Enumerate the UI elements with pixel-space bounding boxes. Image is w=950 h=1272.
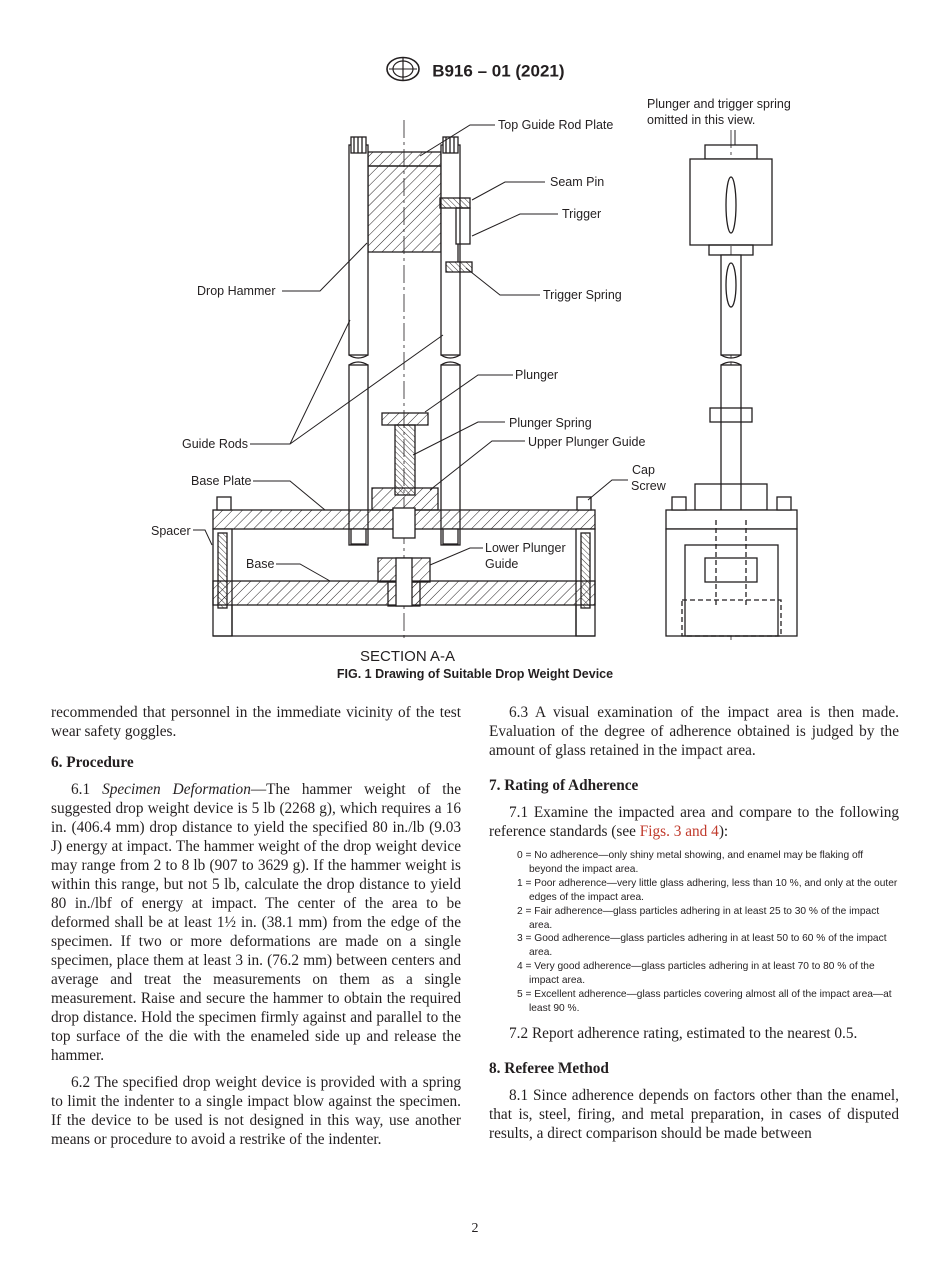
side-view <box>665 130 798 640</box>
label-spacer: Spacer <box>151 524 191 538</box>
label-plunger: Plunger <box>515 368 558 382</box>
left-column: recommended that personnel in the immedi… <box>51 703 461 1149</box>
side-note-line2: omitted in this view. <box>647 113 755 127</box>
page-header: B916 – 01 (2021) <box>0 56 950 87</box>
paragraph-6-1: 6.1 Specimen Deformation—The hammer weig… <box>51 781 461 1064</box>
label-trigger: Trigger <box>562 207 601 221</box>
paragraph-6-2: 6.2 The specified drop weight device is … <box>51 1074 461 1148</box>
drop-weight-device-drawing: Top Guide Rod Plate Seam Pin Trigger Dro… <box>151 97 798 665</box>
standard-number: B916 – 01 (2021) <box>432 61 565 81</box>
rating-item: 1 = Poor adherence—very little glass adh… <box>517 877 898 903</box>
section-7-heading: 7. Rating of Adherence <box>489 777 639 794</box>
rating-item: 0 = No adherence—only shiny metal showin… <box>517 850 864 875</box>
label-guide-rods: Guide Rods <box>182 437 248 451</box>
figure-caption: FIG. 1 Drawing of Suitable Drop Weight D… <box>336 667 614 681</box>
paragraph-7-2: 7.2 Report adherence rating, estimated t… <box>509 1024 858 1042</box>
drop-hammer <box>367 165 442 253</box>
label-plunger-spring: Plunger Spring <box>509 416 592 430</box>
paragraph-7-1: 7.1 Examine the impacted area and compar… <box>489 804 899 840</box>
section-view <box>212 120 596 640</box>
top-guide-rod-plate <box>367 151 442 167</box>
figs-3-4-link[interactable]: Figs. 3 and 4 <box>639 823 719 840</box>
label-screw: Screw <box>631 479 667 493</box>
label-drop-hammer: Drop Hammer <box>197 284 276 298</box>
label-trigger-spring: Trigger Spring <box>543 288 622 302</box>
label-seam-pin: Seam Pin <box>550 175 604 189</box>
rating-item: 5 = Excellent adherence—glass particles … <box>517 989 892 1014</box>
label-guide: Guide <box>485 557 518 571</box>
side-note-line1: Plunger and trigger spring <box>647 97 791 111</box>
adherence-ratings-list: 0 = No adherence—only shiny metal showin… <box>489 849 899 1016</box>
rating-item: 3 = Good adherence—glass particles adher… <box>517 933 887 959</box>
plunger-spring <box>394 424 416 496</box>
label-base: Base <box>246 557 275 571</box>
guide-rod-left <box>348 144 369 356</box>
label-lower-plunger: Lower Plunger <box>485 541 566 555</box>
right-column: 6.3 A visual examination of the impact a… <box>489 703 899 1143</box>
label-upper-plunger-guide: Upper Plunger Guide <box>528 435 645 449</box>
continued-paragraph: recommended that personnel in the immedi… <box>51 704 461 740</box>
paragraph-8-1: 8.1 Since adherence depends on factors o… <box>489 1086 899 1142</box>
astm-logo-icon <box>385 56 421 87</box>
label-section: SECTION A-A <box>360 648 455 665</box>
guide-rod-right <box>440 144 461 356</box>
rating-item: 2 = Fair adherence—glass particles adher… <box>517 905 880 931</box>
section-6-heading: 6. Procedure <box>51 754 134 771</box>
section-8-heading: 8. Referee Method <box>489 1059 609 1077</box>
label-cap: Cap <box>632 463 655 477</box>
label-base-plate: Base Plate <box>191 474 252 488</box>
rating-item: 4 = Very good adherence—glass particles … <box>517 961 875 987</box>
page-number: 2 <box>471 1221 479 1236</box>
label-top-guide-rod-plate: Top Guide Rod Plate <box>498 118 613 132</box>
paragraph-6-3: 6.3 A visual examination of the impact a… <box>489 704 899 759</box>
